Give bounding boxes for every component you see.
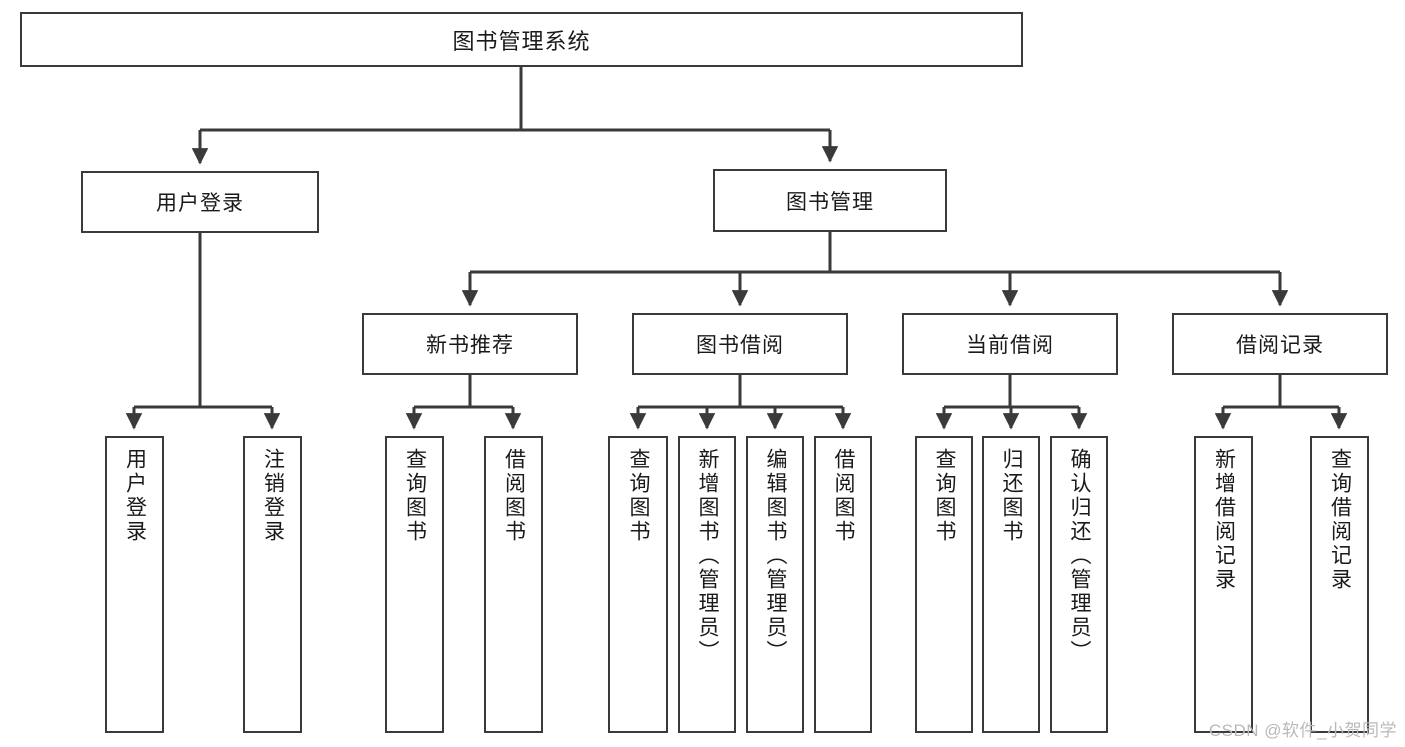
node-root[interactable]: 图书管理系统	[20, 12, 1023, 67]
node-root-label: 图书管理系统	[452, 28, 591, 54]
leaf-borrow-book-recommend-label: 借阅图书	[502, 448, 526, 544]
watermark: CSDN @软件_小贺同学	[1208, 721, 1397, 740]
leaf-add-borrow-record[interactable]: 新增借阅记录	[1194, 436, 1253, 733]
leaf-add-book-admin-label: 新增图书（管理员）	[696, 448, 720, 664]
node-level2-new-book-recommend[interactable]: 新书推荐	[362, 313, 578, 375]
leaf-return-book[interactable]: 归还图书	[982, 436, 1040, 733]
leaf-user-login[interactable]: 用户登录	[105, 436, 164, 733]
node-level1-user-login-label: 用户登录	[156, 192, 244, 215]
node-level2-book-borrow[interactable]: 图书借阅	[632, 313, 848, 375]
leaf-borrow-book-label: 借阅图书	[832, 448, 856, 544]
node-level2-current-borrow-label: 当前借阅	[966, 334, 1054, 357]
leaf-query-borrow-record-label: 查询借阅记录	[1328, 448, 1352, 592]
node-level2-borrow-record[interactable]: 借阅记录	[1172, 313, 1388, 375]
leaf-query-book-borrow-label: 查询图书	[627, 448, 651, 544]
leaf-confirm-return-admin[interactable]: 确认归还（管理员）	[1050, 436, 1108, 733]
leaf-query-book-current[interactable]: 查询图书	[915, 436, 973, 733]
node-level2-new-book-recommend-label: 新书推荐	[426, 334, 514, 357]
leaf-user-logout-label: 注销登录	[261, 448, 285, 544]
node-level1-book-management-label: 图书管理	[786, 190, 874, 214]
leaf-borrow-book[interactable]: 借阅图书	[814, 436, 872, 733]
leaf-add-book-admin[interactable]: 新增图书（管理员）	[678, 436, 736, 733]
leaf-borrow-book-recommend[interactable]: 借阅图书	[484, 436, 543, 733]
leaf-edit-book-admin[interactable]: 编辑图书（管理员）	[746, 436, 804, 733]
leaf-query-borrow-record[interactable]: 查询借阅记录	[1310, 436, 1369, 733]
node-level2-book-borrow-label: 图书借阅	[696, 334, 784, 357]
leaf-return-book-label: 归还图书	[1000, 448, 1024, 544]
leaf-query-book-recommend-label: 查询图书	[403, 448, 427, 544]
node-level2-borrow-record-label: 借阅记录	[1236, 334, 1324, 357]
node-level2-current-borrow[interactable]: 当前借阅	[902, 313, 1118, 375]
leaf-edit-book-admin-label: 编辑图书（管理员）	[764, 448, 788, 664]
leaf-query-book-borrow[interactable]: 查询图书	[608, 436, 668, 733]
leaf-user-logout[interactable]: 注销登录	[243, 436, 302, 733]
node-level1-book-management[interactable]: 图书管理	[713, 169, 947, 232]
leaf-add-borrow-record-label: 新增借阅记录	[1212, 448, 1236, 592]
leaf-query-book-current-label: 查询图书	[933, 448, 957, 544]
leaf-query-book-recommend[interactable]: 查询图书	[385, 436, 444, 733]
leaf-confirm-return-admin-label: 确认归还（管理员）	[1068, 448, 1092, 664]
node-level1-user-login[interactable]: 用户登录	[81, 171, 319, 233]
leaf-user-login-label: 用户登录	[123, 448, 147, 544]
